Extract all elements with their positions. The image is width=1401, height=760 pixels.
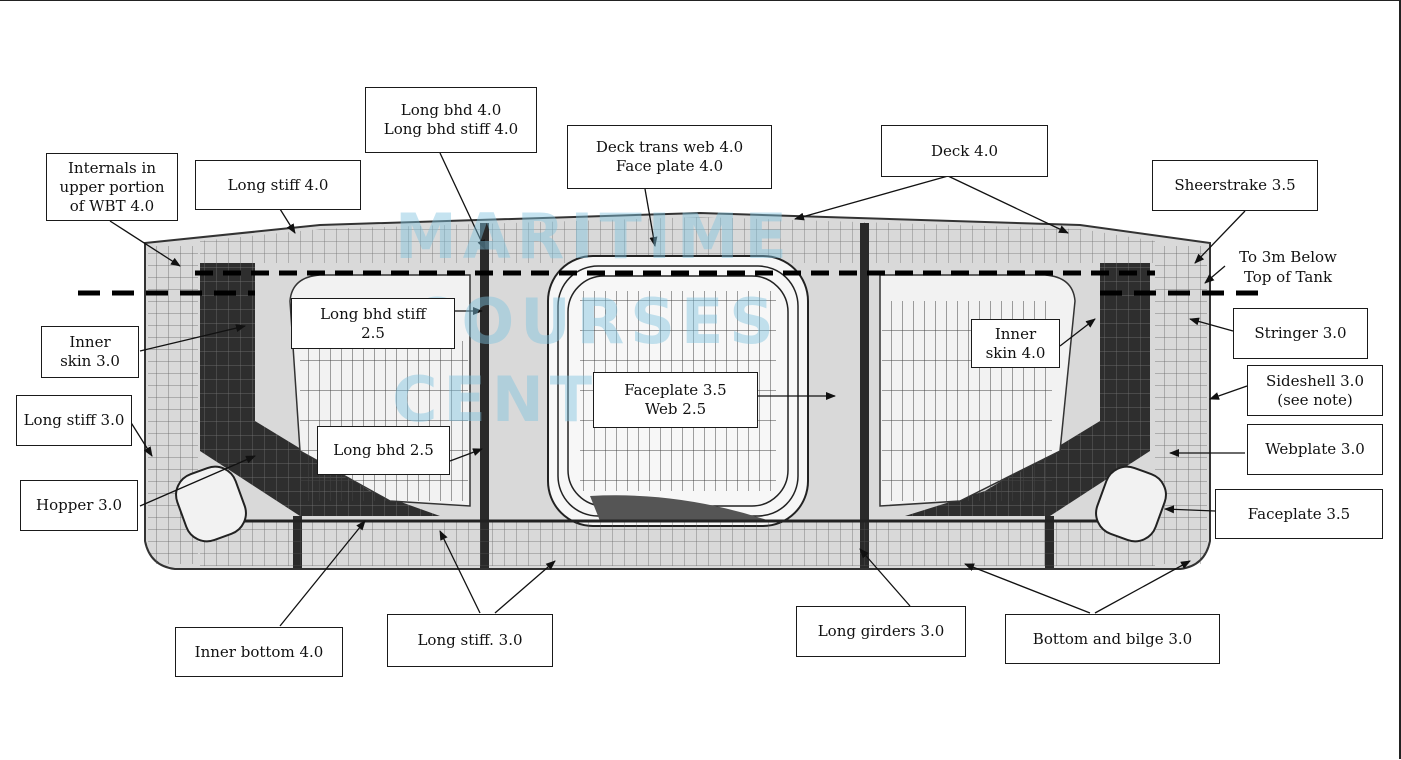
- double-bottom: [200, 521, 1155, 566]
- label-sideshell: Sideshell 3.0 (see note): [1247, 365, 1383, 416]
- label-long-bhd-top: Long bhd 4.0 Long bhd stiff 4.0: [365, 87, 537, 153]
- label-deck-trans-web: Deck trans web 4.0 Face plate 4.0: [567, 125, 772, 189]
- right-inner-skin-hopper: [905, 263, 1150, 516]
- label-sheerstrake: Sheerstrake 3.5: [1152, 160, 1318, 211]
- label-webplate: Webplate 3.0: [1247, 424, 1383, 475]
- left-long-bulkhead: [480, 223, 489, 568]
- label-internals: Internals in upper portion of WBT 4.0: [46, 153, 178, 221]
- center-tank-floor: [590, 495, 770, 521]
- label-faceplate-right: Faceplate 3.5: [1215, 489, 1383, 539]
- label-inner-skin-left: Inner skin 3.0: [41, 326, 139, 378]
- label-faceplate-center: Faceplate 3.5 Web 2.5: [593, 372, 758, 428]
- label-hopper: Hopper 3.0: [20, 480, 138, 531]
- label-long-bhd: Long bhd 2.5: [317, 426, 450, 475]
- right-lightening-hole: [1095, 465, 1167, 543]
- label-inner-bottom: Inner bottom 4.0: [175, 627, 343, 677]
- label-deck: Deck 4.0: [881, 125, 1048, 177]
- label-long-girders: Long girders 3.0: [796, 606, 966, 657]
- label-inner-skin-right: Inner skin 4.0: [971, 319, 1060, 368]
- label-stringer: Stringer 3.0: [1233, 308, 1368, 359]
- watermark-line-2: COURSES: [410, 285, 780, 358]
- label-long-stiff-top: Long stiff 4.0: [195, 160, 361, 210]
- label-to-3m-below: To 3m Below Top of Tank: [1239, 248, 1337, 286]
- label-long-stiff-left: Long stiff 3.0: [16, 395, 132, 446]
- right-long-bulkhead: [860, 223, 869, 568]
- label-long-stiff-bottom: Long stiff. 3.0: [387, 614, 553, 667]
- left-inner-skin-hopper: [200, 263, 440, 516]
- right-side-shell: [1155, 246, 1207, 564]
- deck-band: [200, 217, 1155, 263]
- label-bottom-bilge: Bottom and bilge 3.0: [1005, 614, 1220, 664]
- left-lightening-hole: [175, 465, 247, 543]
- watermark-line-1: MARITIME: [395, 200, 793, 273]
- label-long-bhd-stiff: Long bhd stiff 2.5: [291, 298, 455, 349]
- leader-lines: [109, 152, 1248, 627]
